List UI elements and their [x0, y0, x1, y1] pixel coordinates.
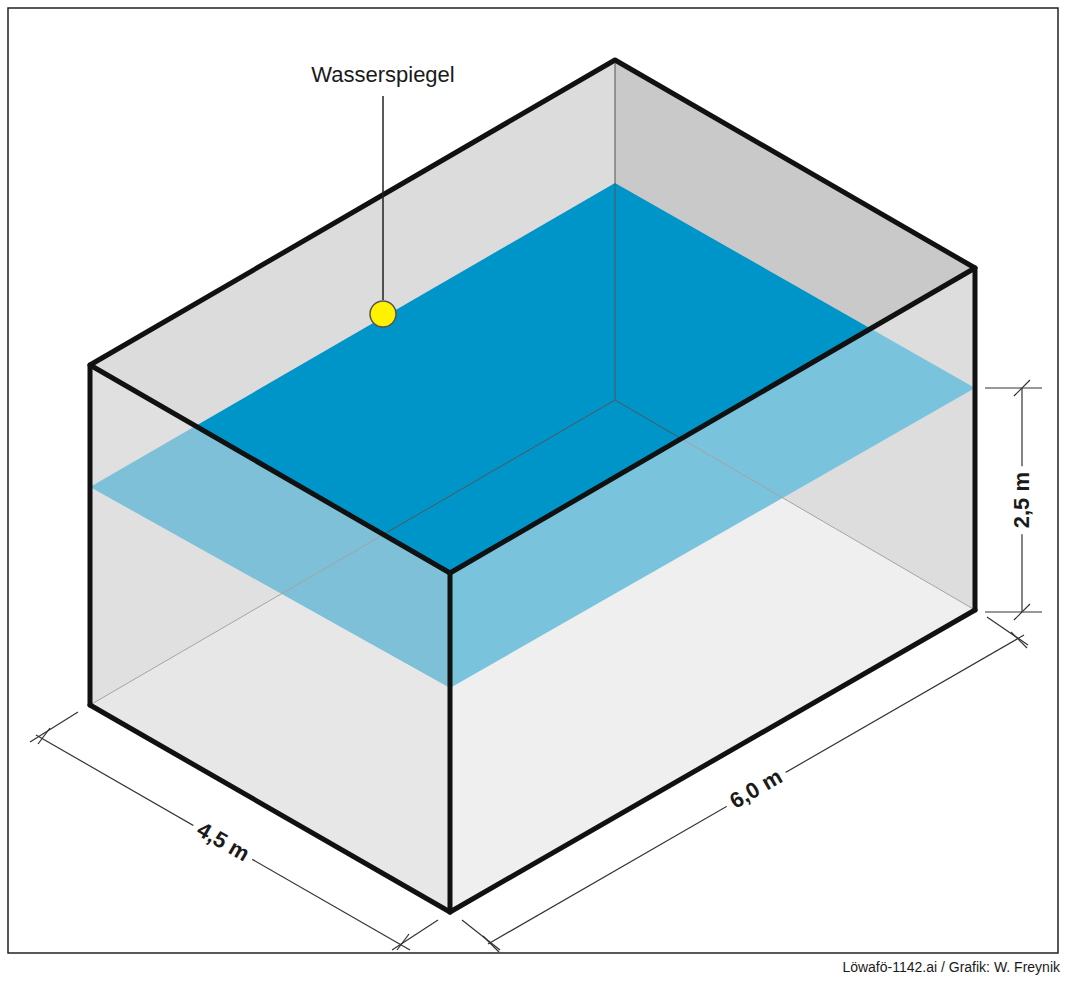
dimension-label: 6,0 m — [720, 761, 792, 818]
dimension-width — [30, 712, 438, 950]
callout-dot — [370, 301, 396, 327]
credit-text: Löwafö-1142.ai / Grafik: W. Freynik — [842, 960, 1060, 975]
dimension-label: 2,5 m — [1009, 466, 1035, 534]
box-edges — [90, 60, 975, 912]
dimension-height — [985, 380, 1042, 620]
dimension-label: 4,5 m — [187, 814, 259, 871]
front-right-wall — [450, 268, 975, 912]
leader-line — [382, 96, 384, 300]
callout-label: Wasserspiegel — [311, 63, 454, 87]
frame — [8, 8, 1058, 953]
dimension-length — [462, 617, 1028, 952]
front-left-wall — [90, 365, 450, 912]
